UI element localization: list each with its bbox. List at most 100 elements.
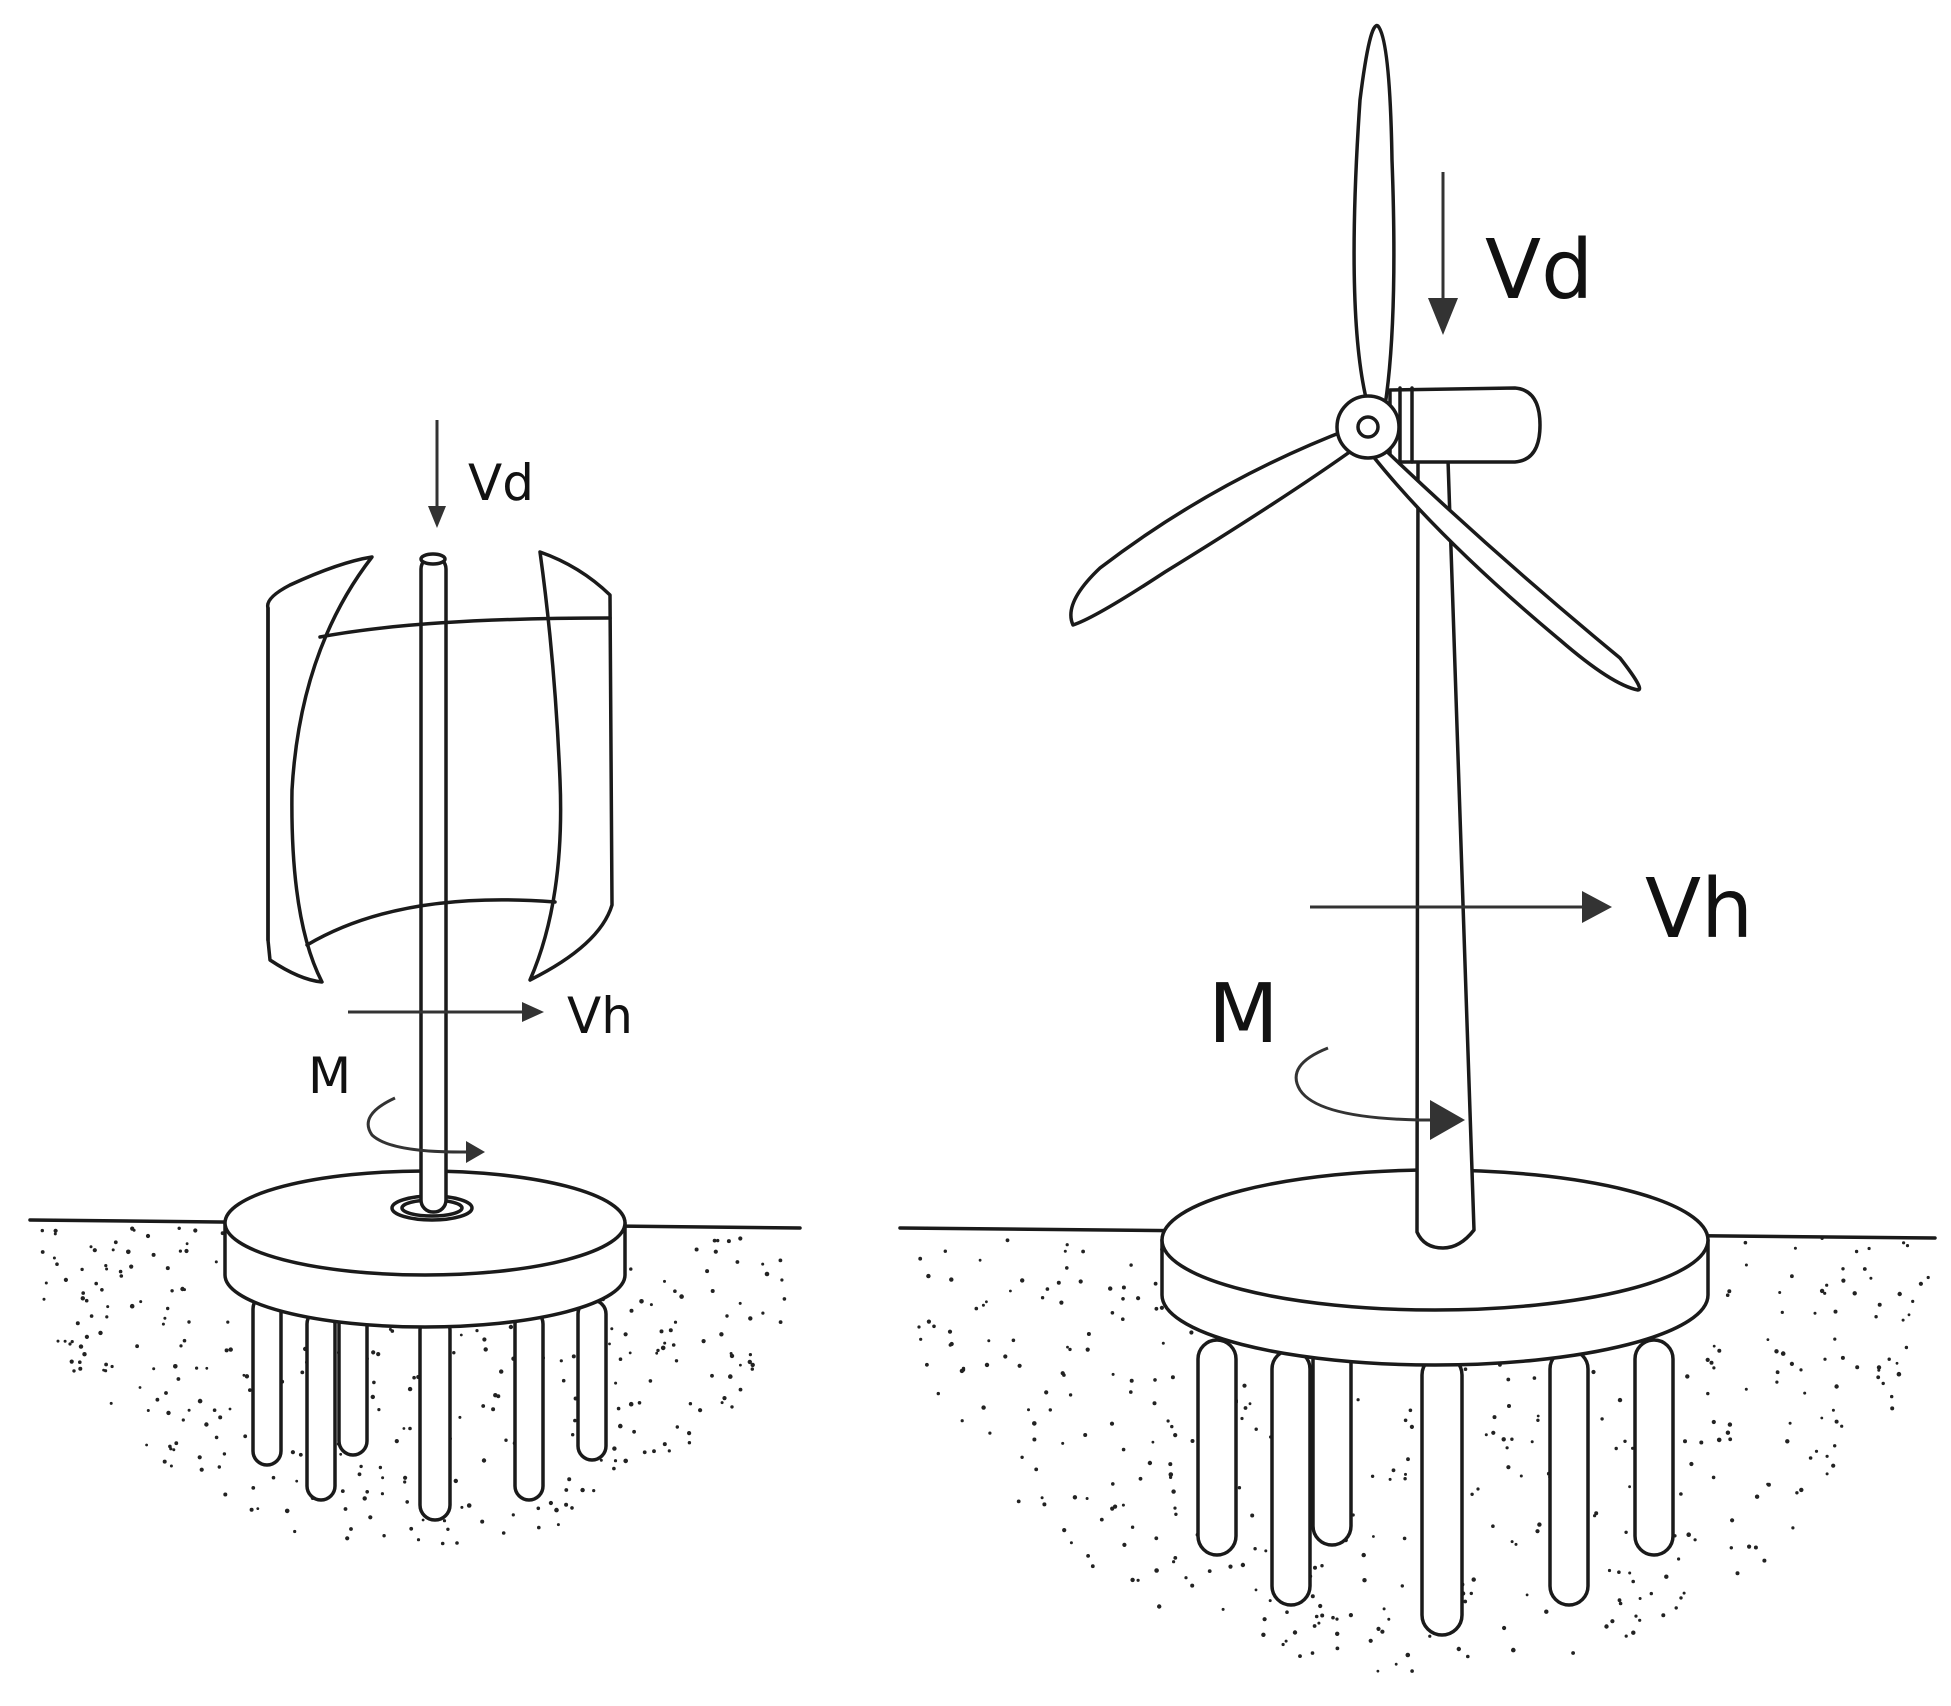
soil-dot	[163, 1316, 167, 1320]
soil-dot	[493, 1393, 498, 1398]
soil-dot	[1063, 1249, 1067, 1253]
soil-dot	[1173, 1556, 1178, 1560]
soil-dot	[69, 1359, 74, 1364]
soil-dot	[1310, 1651, 1315, 1655]
soil-dot	[778, 1258, 783, 1263]
soil-dot	[747, 1359, 752, 1365]
soil-dot	[1876, 1365, 1882, 1370]
soil-dot	[918, 1256, 923, 1261]
pile	[418, 1313, 452, 1522]
soil-dot	[1356, 1398, 1360, 1402]
soil-dot	[1766, 1482, 1771, 1487]
soil-dot	[174, 1441, 179, 1446]
soil-dot	[612, 1446, 617, 1451]
soil-dot	[340, 1489, 345, 1493]
soil-dot	[126, 1249, 131, 1255]
soil-dot	[694, 1247, 699, 1252]
soil-dot	[1380, 1629, 1385, 1634]
soil-dot	[1823, 1291, 1827, 1295]
soil-dot	[1502, 1625, 1507, 1631]
soil-dot	[642, 1450, 647, 1455]
soil-dot	[40, 1250, 45, 1254]
soil-dot	[713, 1249, 718, 1254]
soil-dot	[1852, 1291, 1857, 1296]
soil-dot	[1705, 1357, 1710, 1362]
soil-dot	[720, 1401, 724, 1405]
soil-dot	[466, 1503, 472, 1508]
soil-dot	[782, 1297, 787, 1301]
vd-arrow-left	[428, 420, 446, 528]
soil-dot	[656, 1348, 660, 1353]
soil-dot	[243, 1434, 248, 1439]
soil-dot	[537, 1525, 541, 1530]
soil-dot	[1624, 1530, 1628, 1535]
soil-dot	[917, 1325, 921, 1329]
soil-dot	[271, 1475, 276, 1480]
soil-dot	[1717, 1348, 1722, 1353]
soil-dot	[1011, 1338, 1016, 1343]
soil-dot	[501, 1531, 506, 1535]
soil-dot	[738, 1387, 743, 1392]
soil-dot	[750, 1367, 754, 1371]
soil-dot	[1614, 1446, 1618, 1451]
soil-dot	[554, 1507, 559, 1513]
soil-dot	[1679, 1596, 1683, 1600]
soil-dot	[1184, 1576, 1188, 1580]
soil-dot	[1825, 1454, 1829, 1458]
soil-dot	[1032, 1437, 1037, 1442]
soil-dot	[705, 1269, 710, 1274]
pile	[251, 1293, 283, 1467]
soil-dot	[390, 1329, 395, 1333]
soil-dot	[1820, 1416, 1824, 1420]
soil-dot	[1638, 1597, 1642, 1600]
soil-dot	[377, 1408, 381, 1412]
soil-dot	[1747, 1544, 1752, 1549]
soil-dot	[750, 1362, 755, 1368]
soil-dot	[1394, 1662, 1398, 1666]
soil-dot	[1501, 1437, 1506, 1442]
soil-dot	[1335, 1617, 1339, 1621]
pile	[1633, 1338, 1675, 1557]
soil-dot	[1152, 1401, 1157, 1406]
soil-dot	[89, 1245, 93, 1249]
soil-dot	[94, 1281, 98, 1286]
vd-label-right: Vd	[1485, 223, 1593, 318]
soil-dot	[988, 1431, 992, 1435]
soil-dot	[674, 1359, 679, 1363]
soil-dot	[380, 1492, 384, 1496]
soil-dot	[1890, 1394, 1894, 1399]
soil-dot	[170, 1289, 174, 1293]
soil-dot	[349, 1527, 353, 1531]
soil-dot	[452, 1351, 456, 1355]
soil-dot	[1840, 1424, 1844, 1428]
m-label-left: M	[308, 1047, 351, 1105]
soil-dot	[1314, 1614, 1319, 1619]
soil-dot	[56, 1339, 60, 1343]
soil-dot	[78, 1360, 82, 1364]
soil-dot	[943, 1249, 947, 1253]
soil-dot	[1774, 1349, 1779, 1354]
soil-dot	[173, 1364, 178, 1369]
soil-dot	[1901, 1318, 1905, 1322]
soil-dot	[1530, 1440, 1534, 1444]
soil-dot	[284, 1508, 290, 1514]
soil-dot	[1108, 1286, 1113, 1291]
soil-dot	[300, 1370, 305, 1375]
soil-dot	[985, 1300, 988, 1304]
soil-dot	[949, 1277, 954, 1282]
soil-dot	[932, 1324, 936, 1329]
soil-dot	[1677, 1557, 1681, 1561]
soil-dot	[168, 1444, 172, 1449]
soil-dot	[1121, 1285, 1126, 1290]
soil-dot	[1600, 1417, 1604, 1421]
soil-dot	[98, 1330, 103, 1336]
soil-dot	[1819, 1288, 1825, 1294]
soil-dot	[1072, 1495, 1078, 1500]
soil-dot	[1727, 1289, 1732, 1294]
soil-dot	[649, 1303, 653, 1307]
soil-dot	[1040, 1496, 1044, 1500]
soil-dot	[199, 1467, 204, 1472]
soil-dot	[1918, 1281, 1923, 1286]
soil-dot	[613, 1459, 618, 1463]
soil-dot	[1110, 1311, 1115, 1315]
